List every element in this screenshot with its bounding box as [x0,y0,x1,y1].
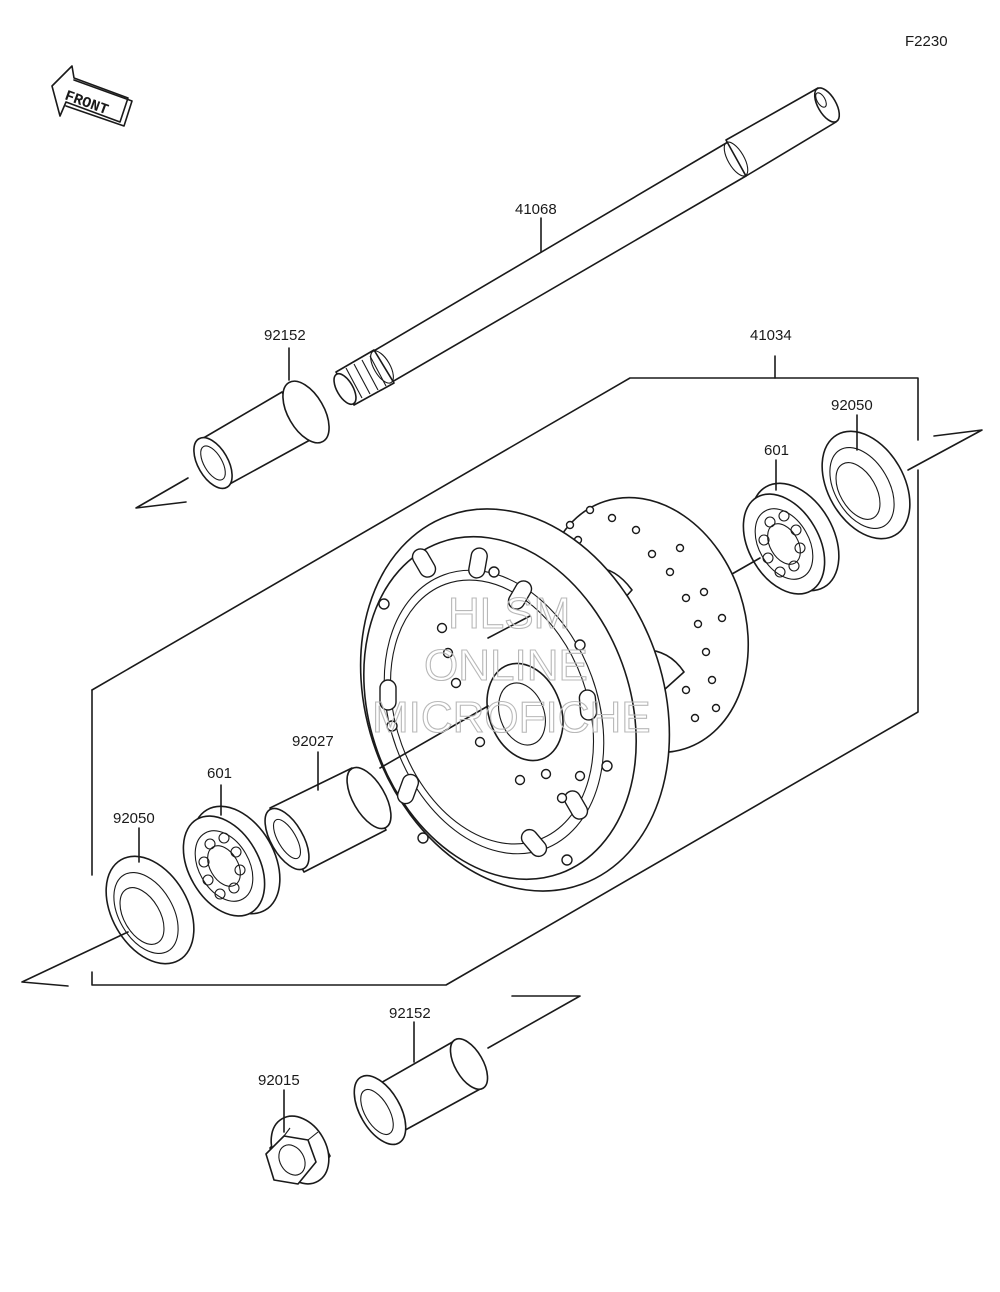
callout-bearing-left: 601 [207,765,232,782]
wheel-rim [359,508,671,892]
callout-axle-nut: 92015 [258,1072,300,1089]
callout-wheel-assembly: 41034 [750,327,792,344]
oil-seal-left [21,855,195,987]
axle-nut [265,1115,331,1185]
callout-oil-seal-right: 92050 [831,397,873,414]
callout-bearing-right: 601 [764,442,789,459]
watermark-line1: HLSM [448,589,570,638]
bearing-left [182,805,281,917]
callout-axle: 41068 [515,201,557,218]
axle-shaft [333,87,841,406]
collar-bottom [353,995,581,1146]
callout-collar-bottom: 92152 [389,1005,431,1022]
figure-code: F2230 [905,33,948,50]
front-arrow-label: FRONT [62,88,110,119]
callout-distance-collar: 92027 [292,733,334,750]
watermark-line3: MICROFICHE [372,693,651,742]
collar-top [135,380,330,509]
callout-collar-top: 92152 [264,327,306,344]
assembly-bracket [91,355,919,986]
oil-seal-right [821,429,983,540]
watermark-line2: ONLINE [424,641,588,690]
watermark: HLSM ONLINE MICROFICHE [371,588,651,742]
front-direction-arrow-icon: FRONT [51,65,133,127]
bearing-right [731,482,840,595]
callout-oil-seal-left: 92050 [113,810,155,827]
distance-collar [264,766,392,873]
